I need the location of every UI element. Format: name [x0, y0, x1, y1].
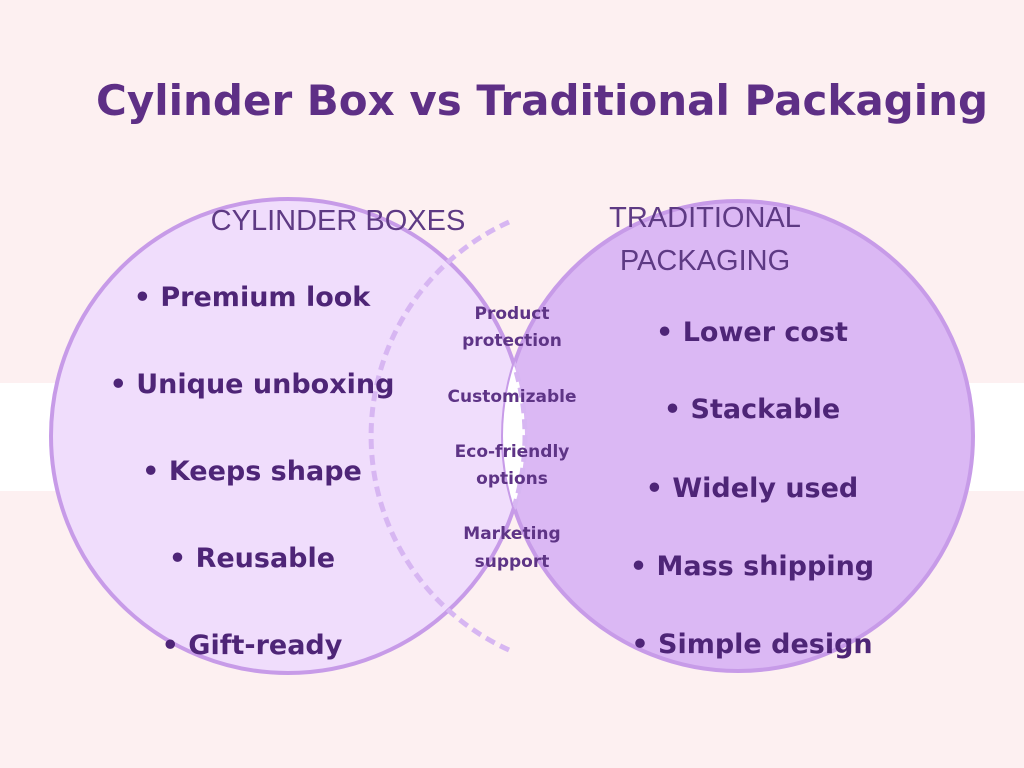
- left-list-item: • Keeps shape: [142, 456, 362, 487]
- overlap-item-line: Marketing: [463, 524, 560, 544]
- overlap-item-line: Product: [475, 304, 550, 324]
- right-heading-line-2: PACKAGING: [620, 245, 790, 277]
- overlap-item-line: support: [475, 552, 550, 572]
- page-title: Cylinder Box vs Traditional Packaging: [96, 76, 989, 125]
- overlap-items: Product protectionCustomizableEco-friendl…: [448, 304, 577, 572]
- right-list-item: • Widely used: [646, 473, 859, 504]
- right-list-item: • Lower cost: [656, 317, 848, 348]
- overlap-border-left: [503, 201, 528, 671]
- left-circle: [49, 197, 527, 675]
- left-list-item: • Gift-ready: [162, 630, 343, 661]
- overlap-border-right: [368, 219, 511, 653]
- left-items: • Premium look • Unique unboxing • Keeps s…: [110, 282, 395, 661]
- left-list-item: • Premium look: [134, 282, 372, 313]
- overlap-item-line: options: [476, 469, 548, 489]
- overlap-item-line: protection: [462, 331, 562, 351]
- overlap-item-line: Customizable: [448, 387, 577, 407]
- right-list-item: • Simple design: [631, 629, 872, 660]
- overlap-item-line: Eco-friendly: [455, 442, 570, 462]
- right-items: • Lower cost • Stackable • Widely used • Ma…: [630, 317, 874, 660]
- left-list-item: • Reusable: [169, 543, 335, 574]
- right-list-item: • Mass shipping: [630, 551, 874, 582]
- left-heading: CYLINDER BOXES: [211, 205, 466, 237]
- left-list-item: • Unique unboxing: [110, 369, 395, 400]
- right-heading-line-1: TRADITIONAL: [609, 202, 801, 234]
- right-list-item: • Stackable: [664, 394, 840, 425]
